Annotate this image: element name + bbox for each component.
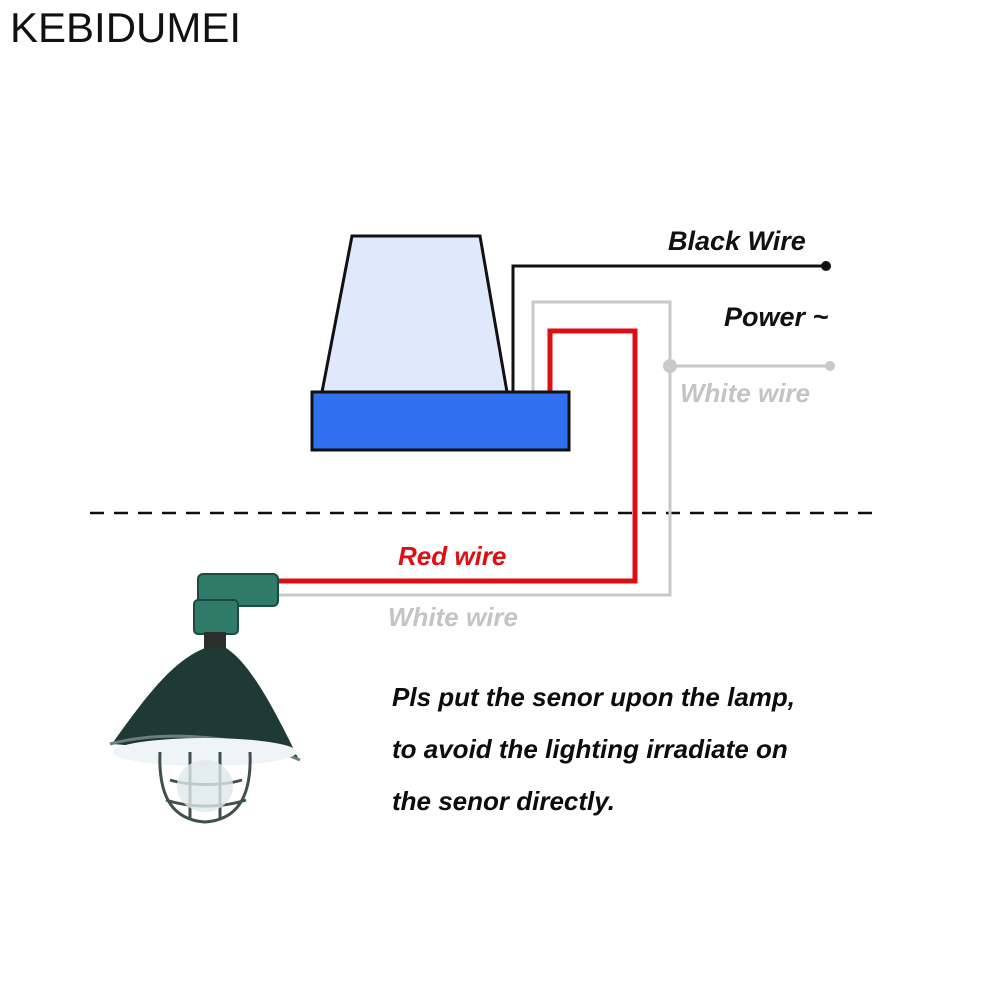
- lamp-neck: [204, 632, 226, 650]
- label-black-wire: Black Wire: [668, 226, 806, 256]
- black-wire: [511, 264, 826, 392]
- red-wire: [278, 328, 638, 584]
- lamp-shade: [112, 648, 298, 758]
- lamp-bulb: [177, 760, 233, 812]
- label-red-wire: Red wire: [398, 541, 507, 571]
- label-power: Power ~: [724, 302, 829, 332]
- brand-logo: KEBIDUMEI: [10, 4, 242, 51]
- sensor-base: [310, 390, 571, 452]
- photocell-sensor-icon: [310, 234, 571, 452]
- label-white-wire-top: White wire: [680, 378, 811, 408]
- instruction-line-2: to avoid the lighting irradiate on: [392, 734, 788, 764]
- white-wire-junction: [663, 359, 677, 373]
- white-wire-terminal: [825, 361, 835, 371]
- instruction-line-1: Pls put the senor upon the lamp,: [392, 682, 796, 712]
- sensor-dome: [320, 234, 509, 394]
- street-lamp-icon: [109, 573, 301, 824]
- black-wire-terminal: [821, 261, 831, 271]
- lamp-holder: [193, 599, 239, 635]
- instruction-line-3: the senor directly.: [392, 786, 615, 816]
- white-wire-loop: [278, 300, 672, 597]
- label-white-wire-bottom: White wire: [388, 602, 519, 632]
